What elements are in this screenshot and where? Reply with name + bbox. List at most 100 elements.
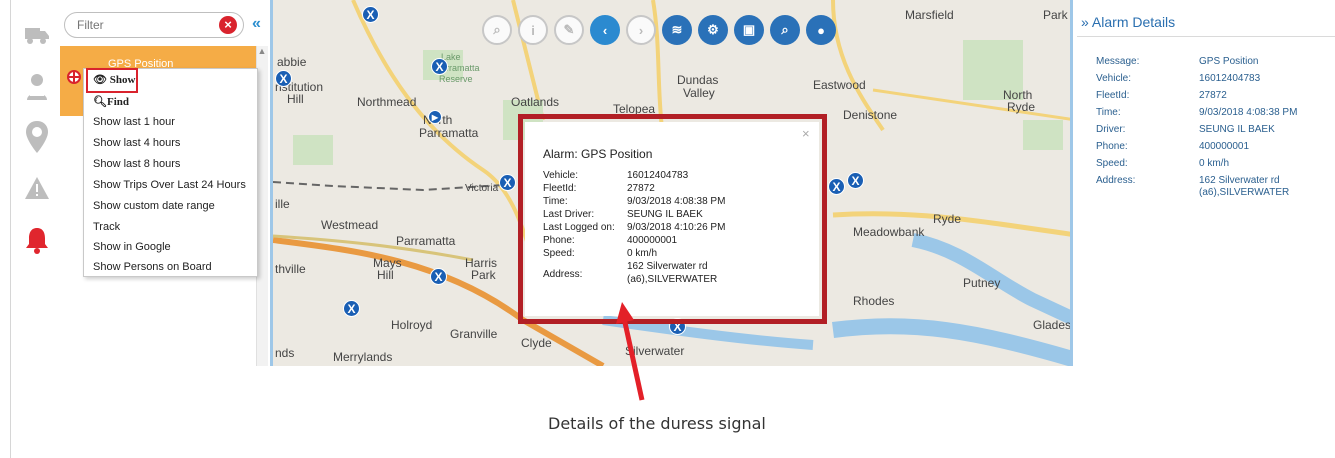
detail-label: Vehicle: [1096, 73, 1132, 84]
map-label: thville [275, 262, 306, 276]
warning-icon[interactable] [24, 173, 50, 203]
detail-label: Driver: [1096, 124, 1126, 135]
map-label: Lake [441, 52, 461, 62]
map-label: Westmead [321, 218, 379, 232]
detail-value: 9/03/2018 4:08:38 PM [1199, 107, 1298, 118]
menu-item-custom-date-range[interactable]: Show custom date range [93, 200, 215, 212]
user-icon[interactable]: ● [806, 15, 836, 45]
popup-label: Vehicle: [543, 170, 579, 181]
detail-value: 162 Silverwater rd [1199, 175, 1280, 186]
map-label: Harris [465, 256, 497, 270]
map-label: Hill [287, 92, 304, 106]
detail-label: Message: [1096, 56, 1140, 67]
map-label: Silverwater [625, 344, 685, 358]
detail-value: 400000001 [1199, 141, 1250, 152]
popup-value: 9/03/2018 4:10:26 PM [627, 222, 726, 233]
menu-item-track[interactable]: Track [93, 221, 121, 233]
vehicle-marker[interactable]: ▶ [428, 110, 442, 124]
popup-value: 400000001 [627, 235, 678, 246]
caption-text: Details of the duress signal [548, 414, 766, 433]
map-label: nds [275, 346, 295, 360]
menu-item-show-in-google[interactable]: Show in Google [93, 241, 171, 253]
back-icon[interactable]: ‹ [590, 15, 620, 45]
popup-label: Time: [543, 196, 568, 207]
map-label: Meadowbank [853, 225, 925, 239]
map-label: Granville [450, 327, 498, 341]
truck-icon[interactable] [24, 20, 50, 50]
map-label: Reserve [439, 74, 473, 84]
bell-icon[interactable] [24, 225, 50, 255]
map-label: Mays [373, 256, 402, 270]
alarm-details-heading[interactable]: » Alarm Details [1081, 14, 1175, 30]
menu-item-show-label: Show [109, 74, 136, 86]
context-menu: 👁 Show 🔍︎Find Show last 1 hour Show last… [83, 68, 258, 277]
popup-label: Address: [543, 269, 583, 280]
map-label: Oatlands [511, 95, 560, 109]
info-icon[interactable]: i [518, 15, 548, 45]
eye-icon: 👁 [93, 74, 107, 86]
settings-icon[interactable]: ⚙ [698, 15, 728, 45]
vehicle-marker[interactable]: X [430, 268, 447, 285]
detail-value: 27872 [1199, 90, 1227, 101]
map-label: Merrylands [333, 350, 393, 364]
popup-value: 9/03/2018 4:08:38 PM [627, 196, 726, 207]
page-frame [10, 0, 1335, 458]
menu-item-last-8-hours[interactable]: Show last 8 hours [93, 158, 181, 170]
map-label: Rhodes [853, 294, 895, 308]
close-icon[interactable]: × [802, 126, 810, 141]
selected-alarm-label: GPS Position [108, 58, 174, 70]
detail-value: SEUNG IL BAEK [1199, 124, 1275, 135]
vehicle-marker[interactable]: X [828, 178, 845, 195]
person-icon[interactable] [24, 72, 50, 102]
save-icon[interactable]: ▣ [734, 15, 764, 45]
layers-icon[interactable]: ≋ [662, 15, 692, 45]
menu-item-last-1-hour[interactable]: Show last 1 hour [93, 116, 175, 128]
search-icon[interactable]: ⌕ [770, 15, 800, 45]
map-label: Telopea [613, 102, 656, 116]
map-label: Park [471, 268, 496, 282]
popup-pointer [665, 308, 685, 316]
alarm-popup: × Alarm: GPS Position Vehicle: 160124047… [525, 122, 819, 316]
show-highlight-box [86, 68, 138, 93]
map-label: Clyde [521, 336, 552, 350]
vehicle-marker[interactable]: X [499, 174, 516, 191]
popup-label: FleetId: [543, 183, 577, 194]
expand-plus-icon[interactable] [67, 70, 81, 84]
magnifier-icon: 🔍︎ [93, 96, 107, 108]
map-label: Holroyd [391, 318, 433, 332]
edit-icon[interactable]: ✎ [554, 15, 584, 45]
detail-label: Time: [1096, 107, 1121, 118]
zoom-out-icon[interactable]: ⌕ [482, 15, 512, 45]
scroll-up-icon[interactable]: ▲ [257, 46, 267, 56]
location-pin-icon[interactable] [24, 121, 50, 153]
vehicle-marker[interactable]: X [343, 300, 360, 317]
popup-value: 162 Silverwater rd [627, 261, 708, 272]
menu-item-persons-on-board[interactable]: Show Persons on Board [93, 261, 212, 273]
menu-item-find[interactable]: 🔍︎Find [93, 95, 129, 108]
left-icon-rail [12, 0, 60, 366]
popup-highlight-box [518, 114, 827, 324]
popup-label: Speed: [543, 248, 575, 259]
map-label: Valley [683, 86, 715, 100]
popup-label: Phone: [543, 235, 575, 246]
expand-panel-icon[interactable]: » [1081, 14, 1089, 30]
menu-item-show[interactable]: 👁 Show [93, 73, 135, 86]
detail-value: 16012404783 [1199, 73, 1261, 84]
vehicle-marker[interactable]: X [847, 172, 864, 189]
menu-item-last-4-hours[interactable]: Show last 4 hours [93, 137, 181, 149]
detail-value: GPS Position [1199, 56, 1259, 67]
map-label: Dundas [677, 73, 719, 87]
menu-item-trips-24-hours[interactable]: Show Trips Over Last 24 Hours [93, 179, 246, 191]
filter-input[interactable] [64, 12, 244, 38]
forward-icon[interactable]: › [626, 15, 656, 45]
map-label: Park [1043, 8, 1068, 22]
alarm-details-panel: » Alarm Details Message: GPS Position Ve… [1077, 0, 1335, 366]
vehicle-marker[interactable]: X [431, 58, 448, 75]
alarm-details-title: Alarm Details [1091, 14, 1176, 30]
vehicle-marker[interactable]: X [275, 70, 292, 87]
map-label: Northmead [357, 95, 417, 109]
clear-filter-button[interactable]: × [219, 16, 237, 34]
vehicle-marker[interactable]: X [362, 6, 379, 23]
popup-value: (a6),SILVERWATER [627, 274, 718, 285]
collapse-panel-button[interactable]: « [252, 15, 261, 32]
